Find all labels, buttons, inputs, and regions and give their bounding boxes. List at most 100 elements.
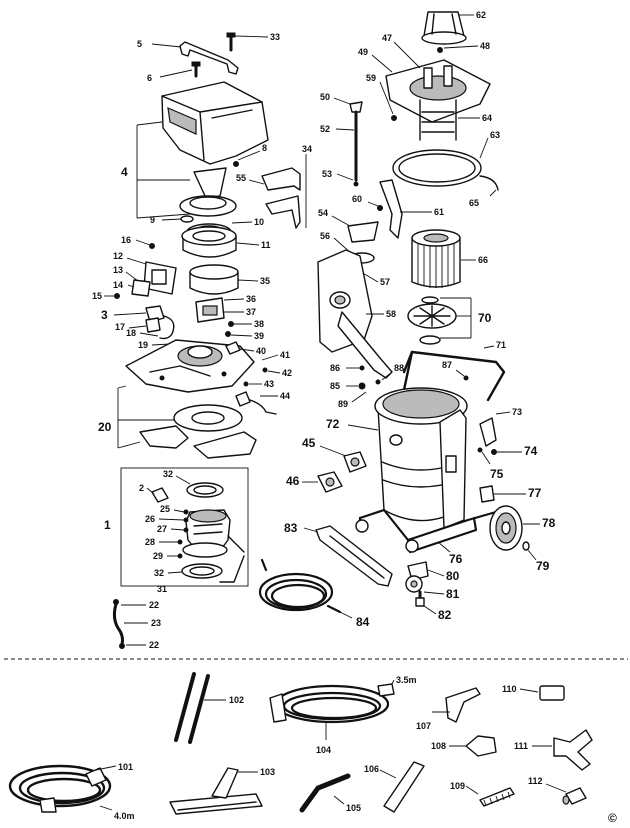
callout-104: 104: [316, 745, 331, 755]
callout-77: 77: [528, 486, 542, 500]
callout-59: 59: [366, 73, 376, 83]
callout-28: 28: [145, 537, 155, 547]
callout-84: 84: [356, 615, 370, 629]
callout-48: 48: [480, 41, 490, 51]
callout-106: 106: [364, 764, 379, 774]
callout-57: 57: [380, 277, 390, 287]
callout-64: 64: [482, 113, 492, 123]
callout-58: 58: [386, 309, 396, 319]
callout-40: 40: [256, 346, 266, 356]
callout-87: 87: [442, 360, 452, 370]
callout-22-bottom: 22: [149, 640, 159, 650]
callout-107: 107: [416, 721, 431, 731]
part-gasket-plates: [139, 404, 257, 459]
callout-102: 102: [229, 695, 244, 705]
accessory-extension-tubes: [174, 672, 210, 744]
part-ring-35: [189, 264, 239, 295]
part-wheel: [489, 505, 523, 551]
callout-73: 73: [512, 407, 522, 417]
callout-3: 3: [101, 308, 108, 322]
callout-72: 72: [326, 417, 340, 431]
part-trolley-handle: [402, 350, 506, 402]
callout-36: 36: [246, 294, 256, 304]
part-ring-11: [181, 226, 237, 258]
callout-74: 74: [524, 444, 538, 458]
part-filter-head: [385, 59, 491, 141]
part-handle: [179, 41, 239, 75]
callout-35: 35: [260, 276, 270, 286]
callout-75: 75: [490, 467, 504, 481]
callout-10: 10: [254, 217, 264, 227]
callout-32-bottom: 32: [154, 568, 164, 578]
callout-65: 65: [469, 198, 479, 208]
accessory-hose-long: [8, 764, 112, 813]
part-top-cap: [421, 11, 467, 45]
callout-56: 56: [320, 231, 330, 241]
part-screw-33: [226, 32, 236, 52]
callout-29: 29: [153, 551, 163, 561]
callout-54: 54: [318, 208, 328, 218]
callout-105: 105: [346, 803, 361, 813]
callout-9: 9: [150, 215, 155, 225]
callout-83: 83: [284, 521, 298, 535]
part-accessory-tray: [315, 525, 393, 587]
callout-8: 8: [262, 143, 267, 153]
part-motor-support-plate: [125, 339, 255, 393]
part-motor-head-housing: [161, 81, 269, 165]
callout-31: 31: [157, 584, 167, 594]
part-float-rod: [349, 101, 363, 187]
callout-19: 19: [138, 340, 148, 350]
callout-5: 5: [137, 39, 142, 49]
callout-112: 112: [528, 776, 543, 786]
part-tank: [374, 387, 468, 529]
part-trolley-frame: [355, 508, 498, 554]
callout-16: 16: [121, 235, 131, 245]
callout-110: 110: [502, 684, 517, 694]
accessory-hose-short: [269, 683, 395, 724]
callout-27: 27: [157, 524, 167, 534]
callout-4: 4: [121, 165, 128, 179]
callout-20: 20: [98, 420, 112, 434]
callout-66: 66: [478, 255, 488, 265]
part-filter-plate: [317, 249, 393, 379]
callout-86: 86: [330, 363, 340, 373]
callout-55: 55: [236, 173, 246, 183]
callout-42: 42: [282, 368, 292, 378]
callout-14: 14: [113, 280, 123, 290]
callout-78: 78: [542, 516, 556, 530]
callout-25: 25: [160, 504, 170, 514]
callout-33: 33: [270, 32, 280, 42]
callout-38: 38: [254, 319, 264, 329]
callout-18: 18: [126, 328, 136, 338]
callout-6: 6: [147, 73, 152, 83]
callout-43: 43: [264, 379, 274, 389]
callout-45: 45: [302, 436, 316, 450]
hose-length-long: 4.0m: [114, 811, 135, 821]
callout-101: 101: [118, 762, 133, 772]
callout-80: 80: [446, 569, 460, 583]
part-cartridge-filter: [411, 229, 461, 288]
part-castor: [405, 561, 429, 606]
part-bracket: [261, 167, 301, 229]
callout-23: 23: [151, 618, 161, 628]
callout-89: 89: [338, 399, 348, 409]
callout-108: 108: [431, 741, 446, 751]
part-switch-plate: [143, 261, 177, 295]
callout-37: 37: [246, 307, 256, 317]
callout-53: 53: [322, 169, 332, 179]
callout-12: 12: [113, 251, 123, 261]
callout-34: 34: [302, 144, 312, 154]
callout-47: 47: [382, 33, 392, 43]
callout-32-top: 32: [163, 469, 173, 479]
callout-44: 44: [280, 391, 290, 401]
callout-49: 49: [358, 47, 368, 57]
callout-41: 41: [280, 350, 290, 360]
callout-70: 70: [478, 311, 492, 325]
callout-103: 103: [260, 767, 275, 777]
part-float-cone: [179, 167, 237, 217]
callout-1: 1: [104, 518, 111, 532]
callout-11: 11: [261, 240, 271, 250]
callout-52: 52: [320, 124, 330, 134]
callout-71: 71: [496, 340, 506, 350]
